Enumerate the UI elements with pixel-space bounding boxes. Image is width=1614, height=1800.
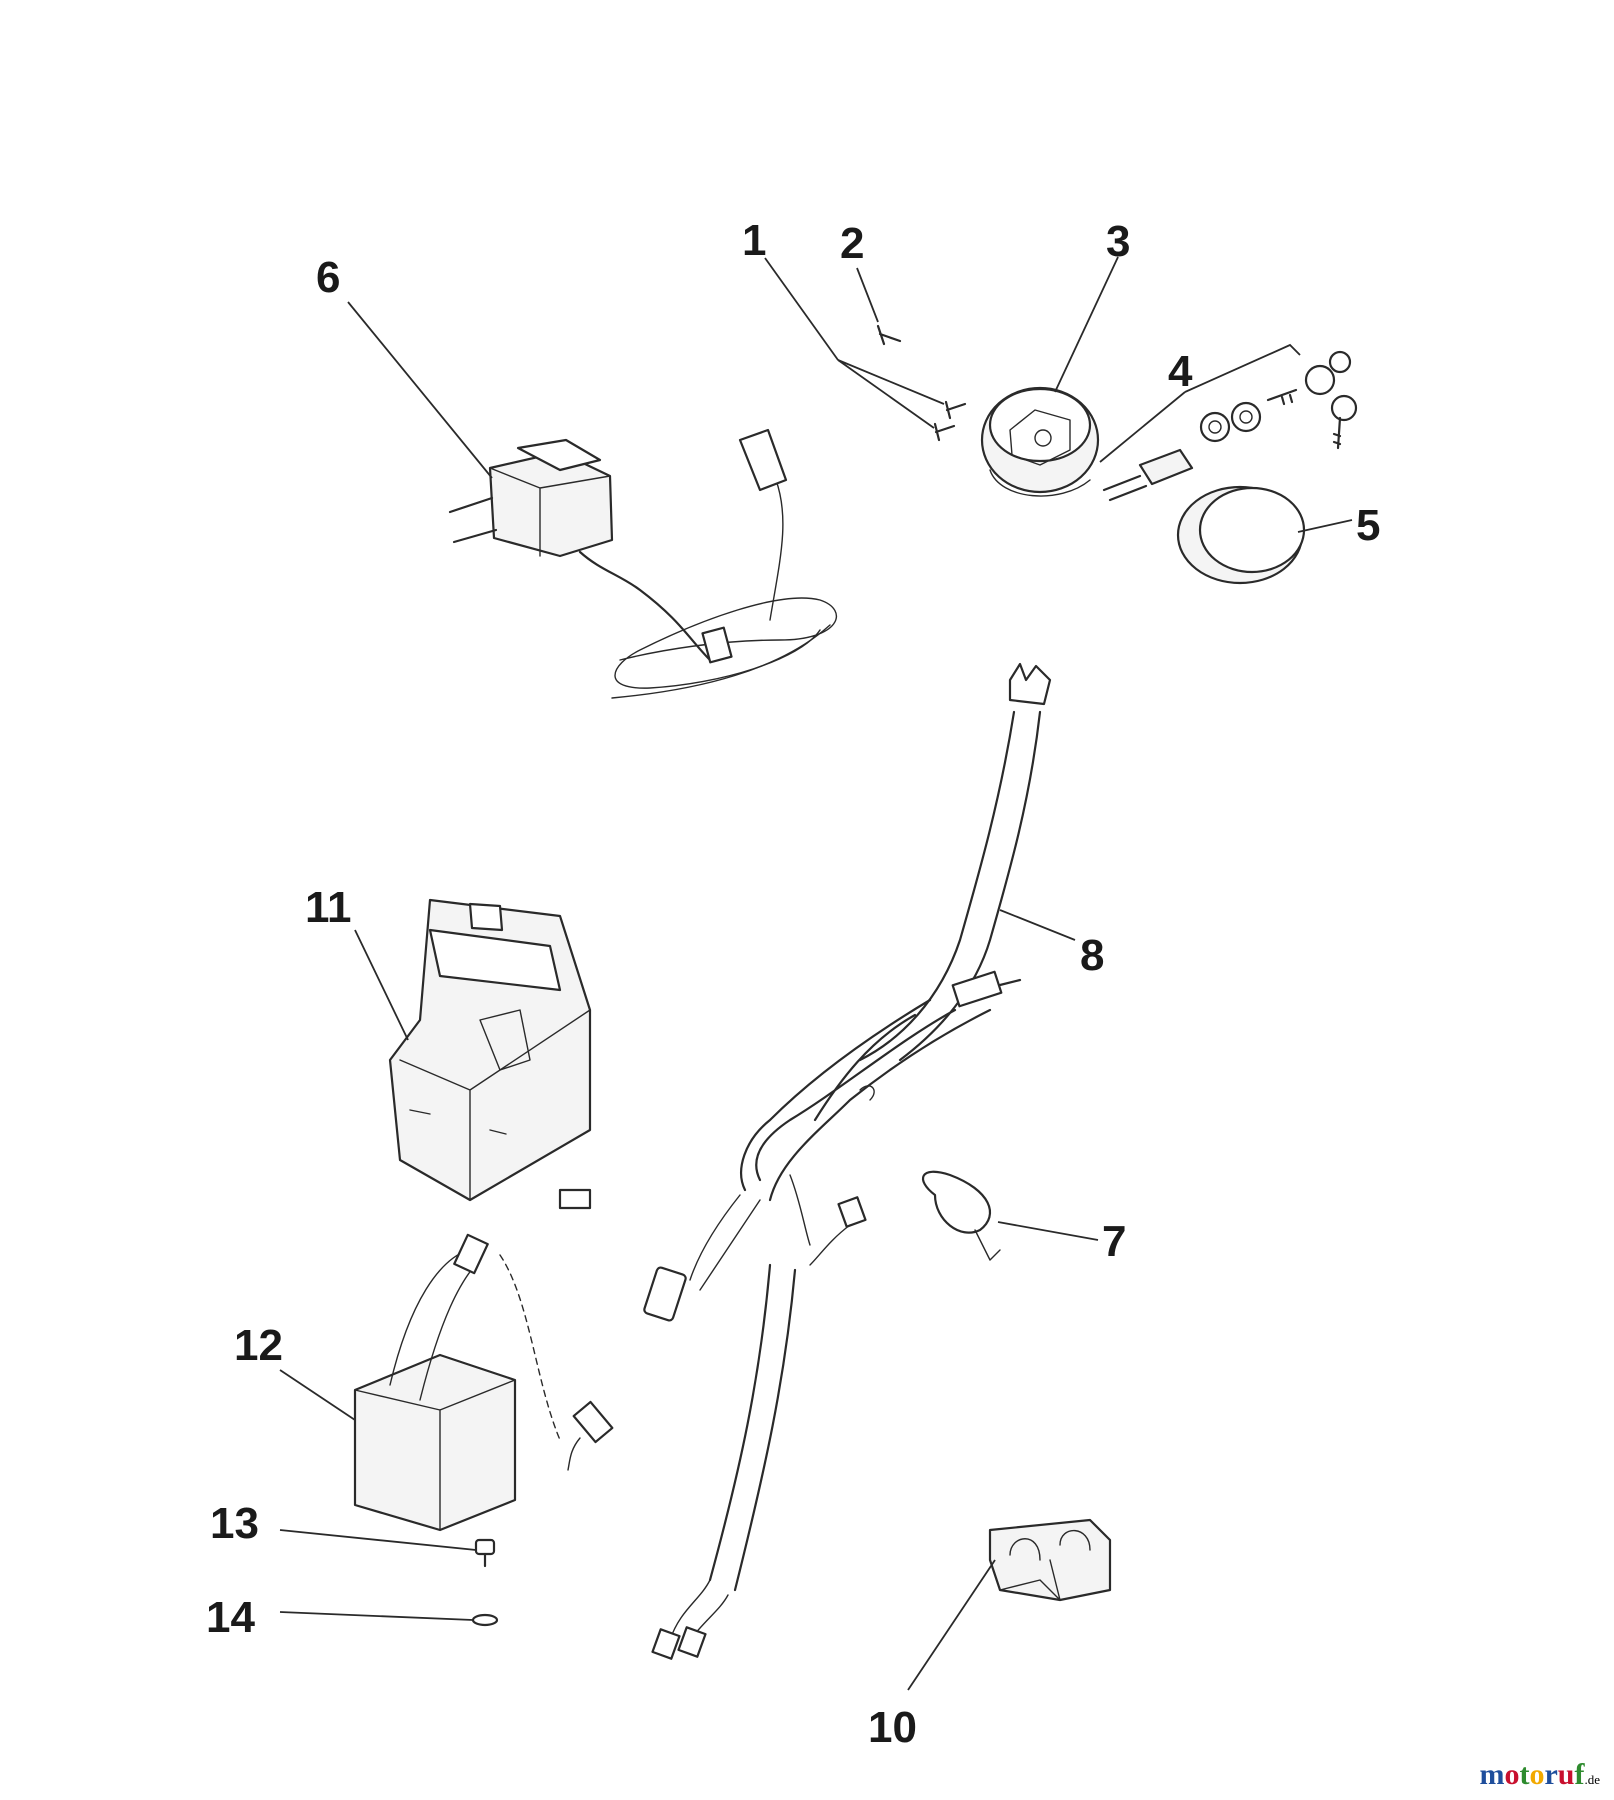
screws-part bbox=[876, 324, 967, 442]
switch-housing-part bbox=[980, 386, 1100, 497]
cover-cap-part bbox=[1176, 485, 1306, 585]
callout-label-11: 11 bbox=[305, 883, 352, 932]
bolt-and-washer-part bbox=[471, 1538, 499, 1627]
logo-letter: o bbox=[1529, 1758, 1545, 1791]
logo-tld: .de bbox=[1584, 1772, 1600, 1787]
cable-clamp-part bbox=[988, 1518, 1112, 1602]
motoruf-logo: motoruf.de bbox=[1479, 1758, 1600, 1792]
logo-letter: m bbox=[1479, 1758, 1505, 1791]
callout-label-3: 3 bbox=[1106, 217, 1130, 266]
logo-letter: f bbox=[1574, 1758, 1585, 1791]
cable-tie-part bbox=[922, 1170, 1001, 1261]
callout-label-1: 1 bbox=[742, 216, 766, 265]
callout-label-10: 10 bbox=[868, 1703, 917, 1752]
ignition-key-part bbox=[1102, 350, 1358, 502]
charger-part bbox=[448, 428, 837, 699]
battery-part bbox=[353, 1233, 614, 1532]
callout-label-8: 8 bbox=[1080, 931, 1104, 980]
callout-label-5: 5 bbox=[1356, 501, 1380, 550]
logo-letter: r bbox=[1544, 1758, 1558, 1791]
wiring-harness-part bbox=[643, 662, 1052, 1660]
callout-label-4: 4 bbox=[1168, 347, 1193, 396]
logo-letter: t bbox=[1519, 1758, 1530, 1791]
leader-lines bbox=[279, 256, 1353, 1691]
callout-label-2: 2 bbox=[840, 219, 864, 268]
callout-label-6: 6 bbox=[316, 253, 340, 302]
callout-label-13: 13 bbox=[210, 1499, 259, 1548]
callout-label-14: 14 bbox=[206, 1593, 255, 1642]
battery-bracket-part bbox=[388, 898, 592, 1210]
logo-letter: o bbox=[1504, 1758, 1520, 1791]
callout-numbers: 1 2 3 4 5 6 7 8 10 11 12 13 14 bbox=[206, 216, 1380, 1752]
logo-letter: u bbox=[1557, 1758, 1575, 1791]
callout-label-7: 7 bbox=[1102, 1217, 1126, 1266]
callout-label-12: 12 bbox=[234, 1321, 283, 1370]
